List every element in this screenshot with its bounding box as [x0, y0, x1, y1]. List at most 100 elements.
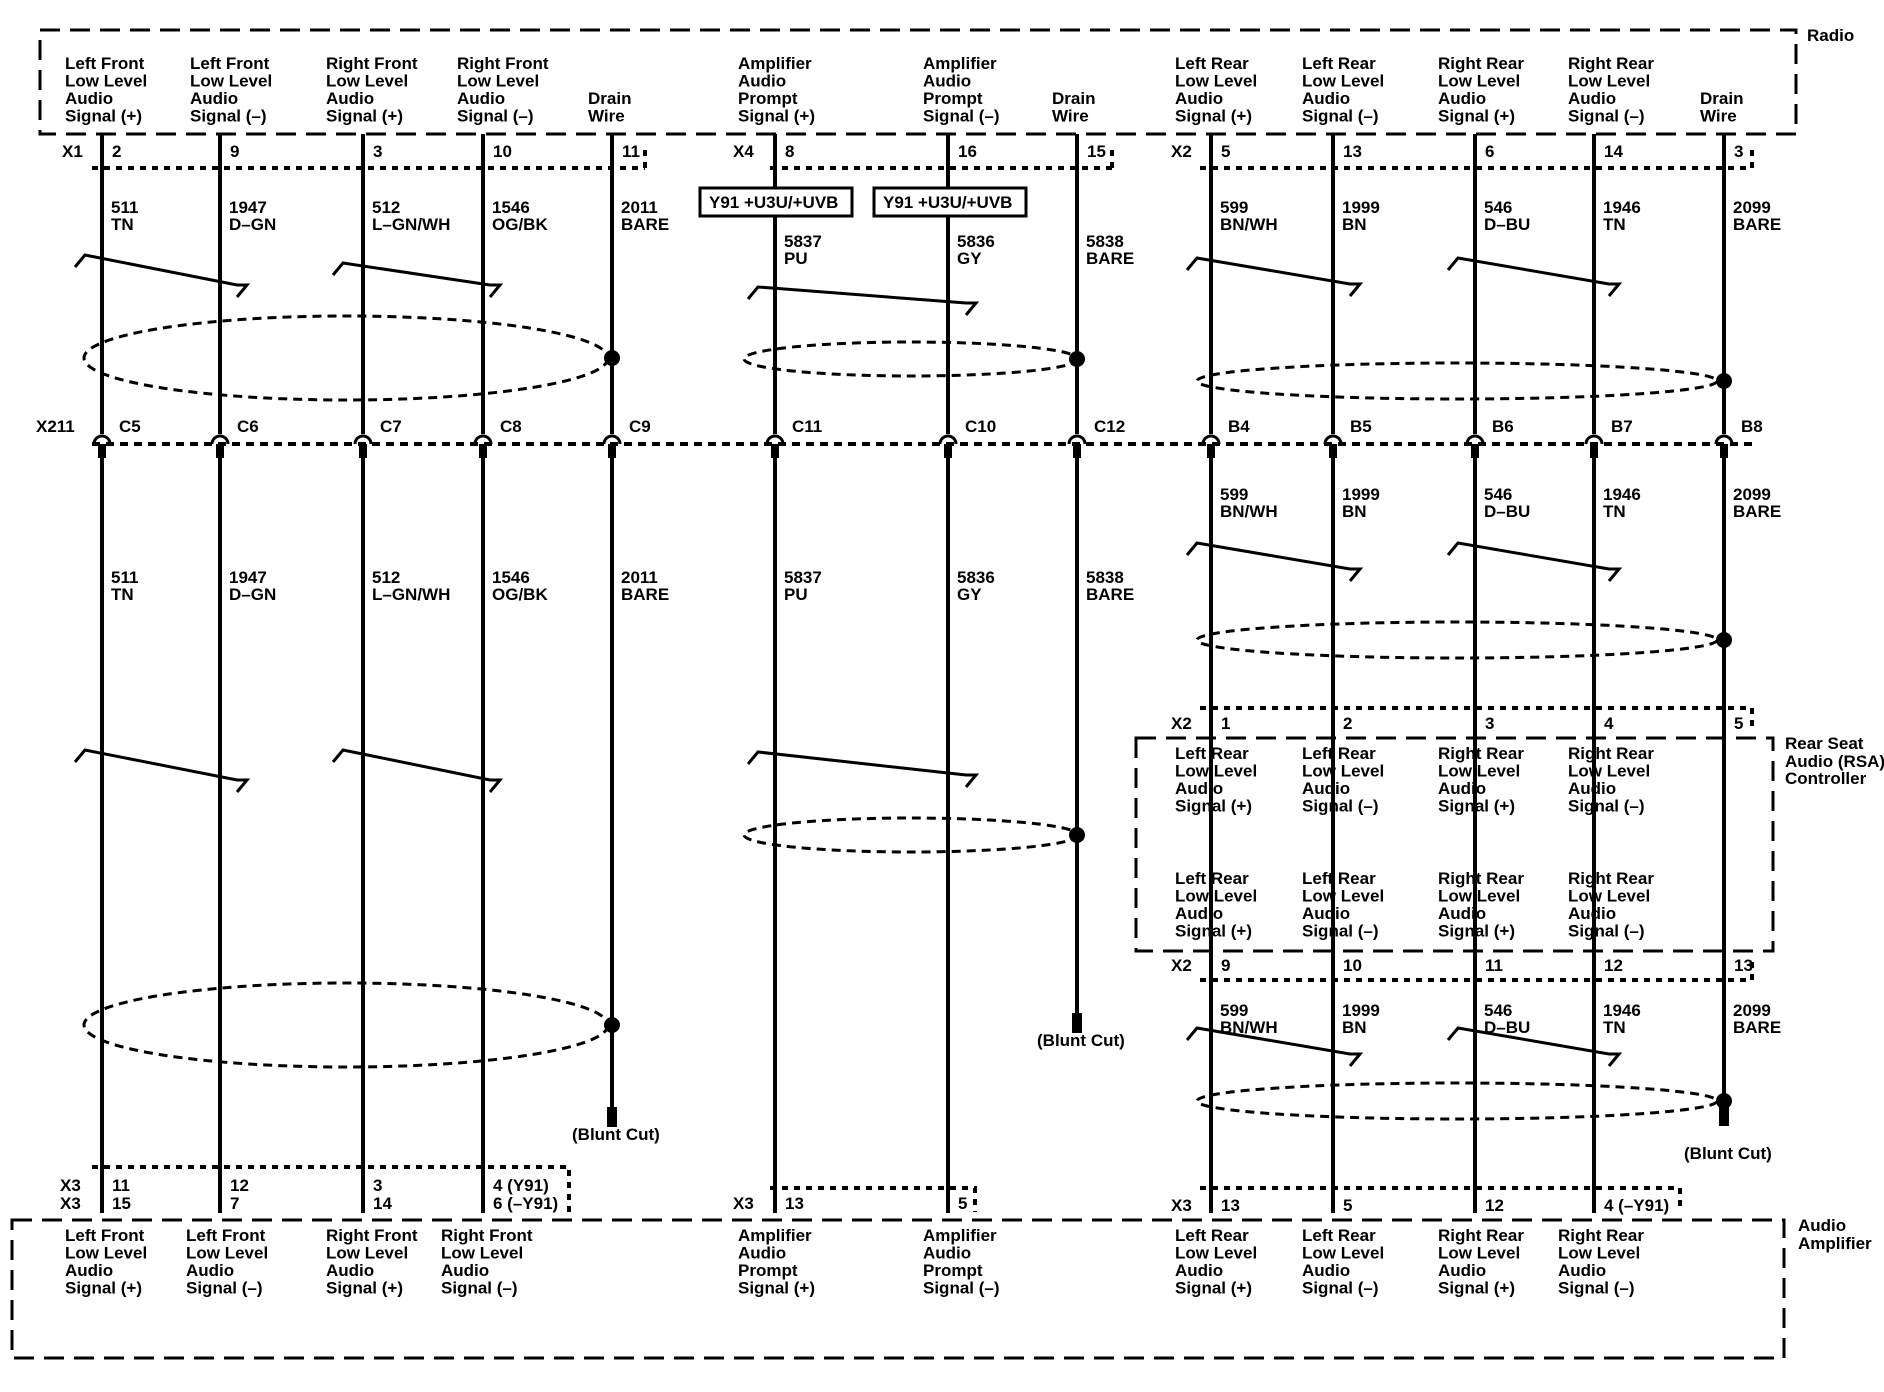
x211-connector: X211 [36, 417, 1752, 446]
x211-label: X211 [36, 417, 75, 436]
shield [82, 314, 610, 402]
wire-break-mark [1185, 541, 1364, 582]
x211-terminal [353, 434, 373, 445]
x211-pin [98, 444, 106, 458]
amp-x3a-label: X3 [60, 1176, 81, 1195]
rsa-pin-number: 5 [1734, 714, 1743, 733]
x211-cavity: C7 [380, 417, 402, 436]
radio-pin-number: 6 [1485, 142, 1494, 161]
rsa-pin-number: 2 [1343, 714, 1352, 733]
x211-terminal [938, 434, 958, 445]
radio-pin-number: 14 [1604, 142, 1623, 161]
wire-break-mark [1185, 1026, 1364, 1067]
shield [1195, 361, 1719, 401]
shield [82, 981, 610, 1069]
drain-splice-dot [604, 1017, 620, 1033]
radio-pin-number: 10 [493, 142, 512, 161]
option-label: Y91 +U3U/+UVB [883, 193, 1012, 212]
amp-pin-number: 3 [373, 1176, 382, 1195]
break-marks [73, 253, 1623, 1067]
wire-break-mark [746, 750, 980, 788]
audio-amplifier-module: Audio Amplifier [10, 1216, 1872, 1360]
radio-x1-label: X1 [62, 142, 83, 161]
amp-pin-number: 13 [1221, 1196, 1240, 1215]
wire-break-mark [73, 748, 251, 793]
x211-cavity: C12 [1094, 417, 1125, 436]
x211-terminal [1714, 434, 1734, 445]
x211-cavity: B5 [1350, 417, 1372, 436]
blunt-cut-label: (Blunt Cut) [1684, 1144, 1772, 1163]
x211-pin [1590, 444, 1598, 458]
x211-cavity: C5 [119, 417, 141, 436]
amp-pin-number: 5 [958, 1194, 967, 1213]
radio-module: Radio [38, 26, 1854, 136]
x211-cavity: C9 [629, 417, 651, 436]
x211-cavity: C11 [792, 417, 822, 436]
radio-pin-number: 5 [1221, 142, 1230, 161]
x211-pin [479, 444, 487, 458]
rsa-bottom-x2-label: X2 [1171, 956, 1192, 975]
amp-pin-number: 15 [112, 1194, 131, 1213]
blunt-cut-label: (Blunt Cut) [572, 1125, 660, 1144]
x211-pin [1073, 444, 1081, 458]
wire-break-mark [331, 748, 504, 793]
rsa-top-x2-label: X2 [1171, 714, 1192, 733]
x211-pin [771, 444, 779, 458]
blunt-cut-end [1072, 1013, 1082, 1033]
amp-pin-number: 13 [785, 1194, 804, 1213]
x211-cavity: C6 [237, 417, 259, 436]
x211-cavity: B7 [1611, 417, 1633, 436]
radio-x4-label: X4 [733, 142, 754, 161]
rsa-pin-number: 12 [1604, 956, 1623, 975]
wire-break-mark [1446, 541, 1623, 582]
x211-terminal [1584, 434, 1604, 445]
blunt-cut-end [1719, 1106, 1729, 1126]
shields [82, 314, 1732, 1121]
radio-pin-number: 16 [958, 142, 977, 161]
rsa-controller-module: Rear Seat Audio (RSA) Controller [1134, 734, 1884, 953]
x211-terminal [473, 434, 493, 445]
blunt-cut-end [607, 1107, 617, 1127]
x211-pin [1720, 444, 1728, 458]
blunt-cut-label: (Blunt Cut) [1037, 1031, 1125, 1050]
rsa-pin-number: 3 [1485, 714, 1494, 733]
option-label: Y91 +U3U/+UVB [709, 193, 838, 212]
amp-pin-number: 4 (–Y91) [1604, 1196, 1669, 1215]
amp-pin-number: 5 [1343, 1196, 1352, 1215]
shield [1195, 1081, 1719, 1121]
